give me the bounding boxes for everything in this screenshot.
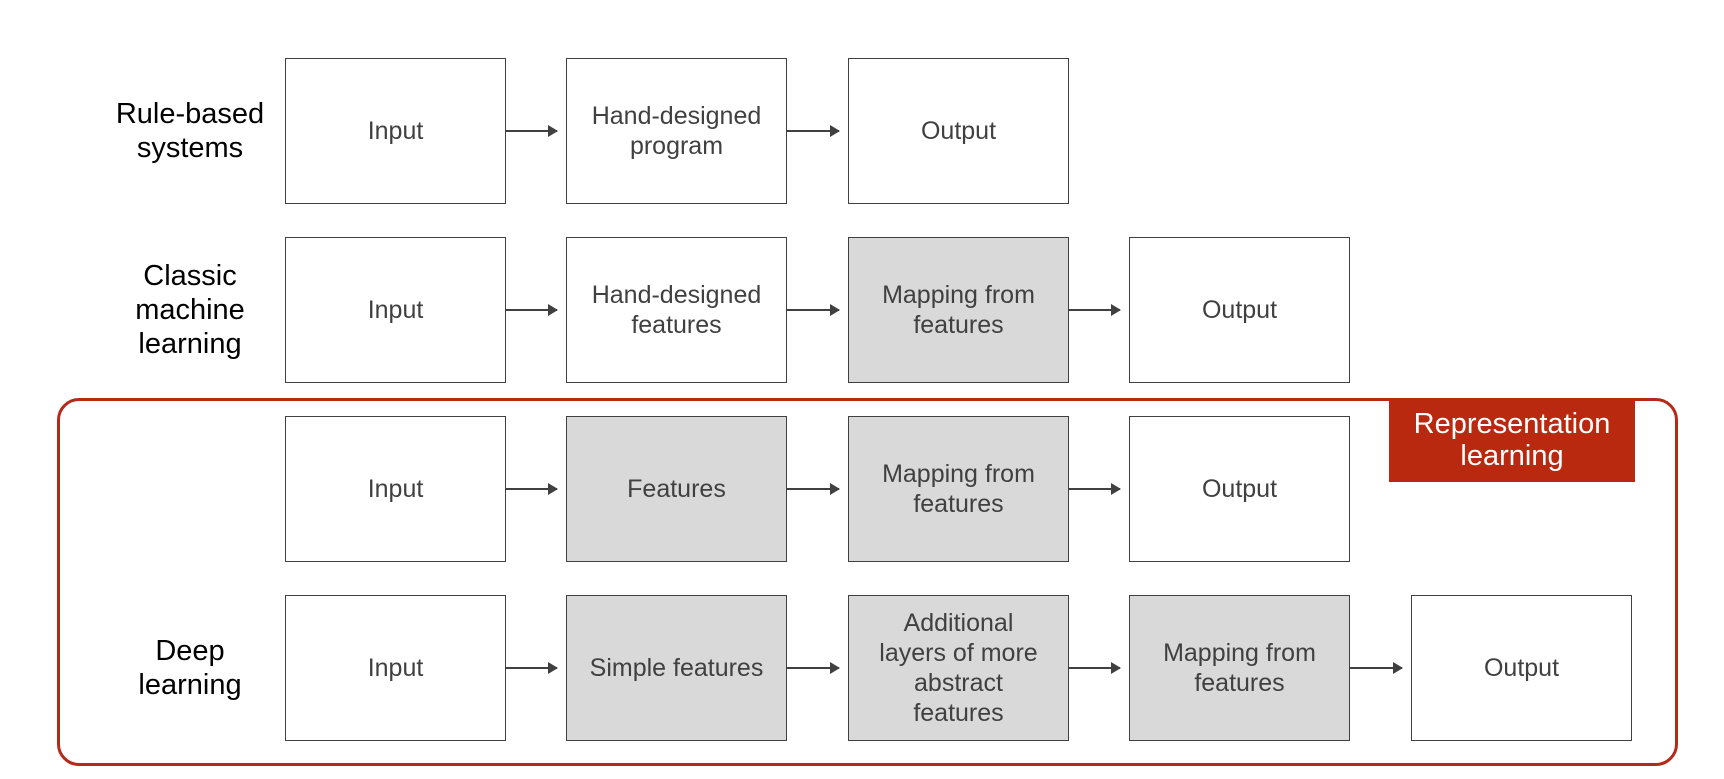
box-rule-based-2: Hand-designed program bbox=[566, 58, 787, 204]
representation-learning-badge: Representation learning bbox=[1389, 398, 1635, 482]
box-text: Output bbox=[920, 117, 997, 145]
box-deep-learning-1: Input bbox=[285, 595, 506, 741]
box-deep-learning-5: Output bbox=[1411, 595, 1632, 741]
arrow-rule-based-2 bbox=[787, 125, 840, 137]
box-classic-ml-2: Hand-designed features bbox=[566, 237, 787, 383]
arrow-deep-learning-2 bbox=[787, 662, 840, 674]
box-deep-learning-2: Simple features bbox=[566, 595, 787, 741]
box-text: Additional layers of more abstract featu… bbox=[879, 609, 1038, 727]
row-label-classic-ml: Classic machine learning bbox=[135, 260, 245, 360]
box-rule-based-3: Output bbox=[848, 58, 1069, 204]
arrow-classic-ml-2 bbox=[787, 304, 840, 316]
box-text: Simple features bbox=[589, 654, 764, 682]
arrow-deep-learning-1 bbox=[506, 662, 558, 674]
box-text: Mapping from features bbox=[1163, 639, 1316, 697]
box-representation-1: Input bbox=[285, 416, 506, 562]
box-representation-2: Features bbox=[566, 416, 787, 562]
box-text: Output bbox=[1201, 296, 1278, 324]
box-text: Input bbox=[367, 117, 424, 145]
row-label-deep-learning: Deep learning bbox=[138, 635, 242, 701]
box-text: Hand-designed features bbox=[591, 281, 762, 339]
box-text: Mapping from features bbox=[882, 460, 1035, 518]
row-label-rule-based: Rule-based systems bbox=[115, 98, 265, 164]
box-representation-4: Output bbox=[1129, 416, 1350, 562]
arrow-classic-ml-1 bbox=[506, 304, 558, 316]
arrow-classic-ml-3 bbox=[1069, 304, 1121, 316]
arrow-rule-based-1 bbox=[506, 125, 558, 137]
arrow-representation-1 bbox=[506, 483, 558, 495]
box-text: Features bbox=[627, 475, 726, 503]
box-rule-based-1: Input bbox=[285, 58, 506, 204]
arrow-representation-2 bbox=[787, 483, 840, 495]
box-representation-3: Mapping from features bbox=[848, 416, 1069, 562]
box-classic-ml-4: Output bbox=[1129, 237, 1350, 383]
box-text: Input bbox=[367, 296, 424, 324]
box-text: Mapping from features bbox=[882, 281, 1035, 339]
box-deep-learning-3: Additional layers of more abstract featu… bbox=[848, 595, 1069, 741]
arrow-representation-3 bbox=[1069, 483, 1121, 495]
box-text: Input bbox=[367, 475, 424, 503]
box-text: Input bbox=[367, 654, 424, 682]
box-classic-ml-1: Input bbox=[285, 237, 506, 383]
box-classic-ml-3: Mapping from features bbox=[848, 237, 1069, 383]
box-text: Output bbox=[1201, 475, 1278, 503]
box-deep-learning-4: Mapping from features bbox=[1129, 595, 1350, 741]
representation-learning-group bbox=[57, 398, 1678, 766]
box-text: Output bbox=[1483, 654, 1560, 682]
arrow-deep-learning-4 bbox=[1350, 662, 1403, 674]
arrow-deep-learning-3 bbox=[1069, 662, 1121, 674]
box-text: Hand-designed program bbox=[591, 102, 762, 160]
